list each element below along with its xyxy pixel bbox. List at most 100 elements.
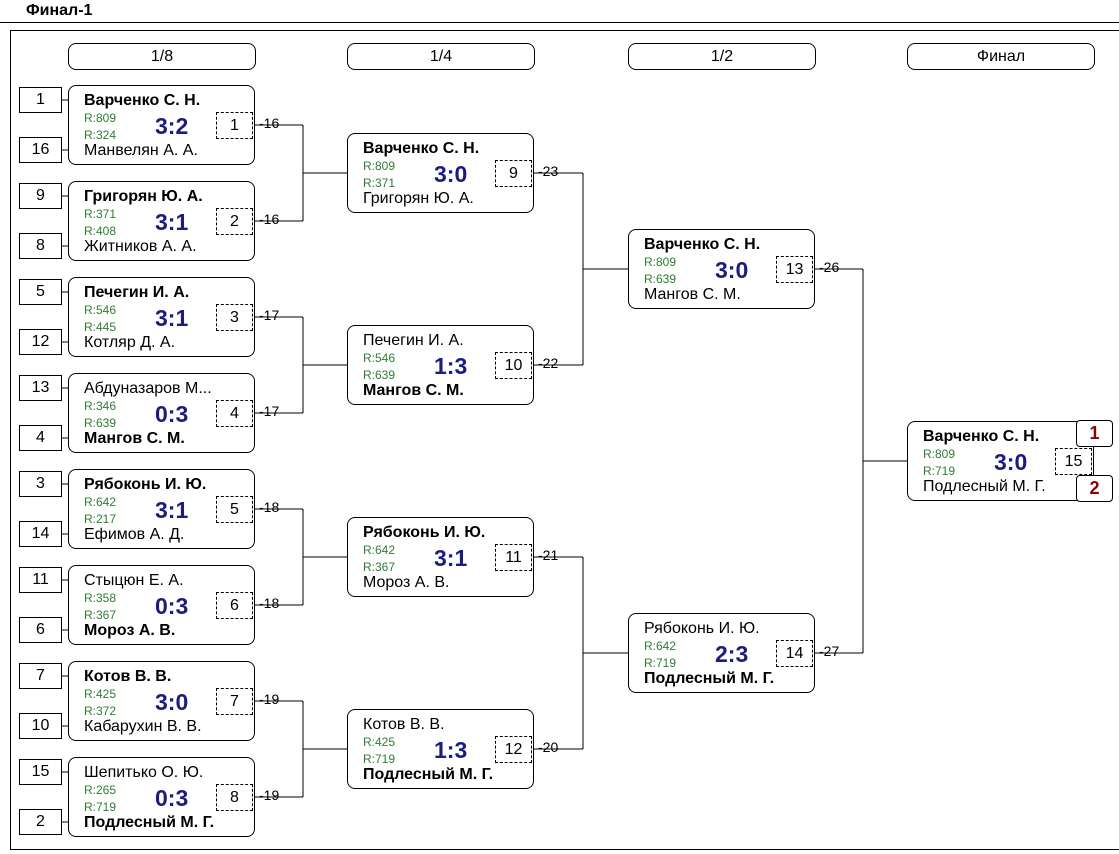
player-2-rating: R:639 (363, 368, 396, 382)
player-2-rating: R:719 (923, 464, 956, 478)
player-2-rating: R:367 (84, 608, 117, 622)
player-1-name: Печегин И. А. (84, 284, 190, 301)
player-2-name: Григорян Ю. А. (363, 190, 474, 207)
player-2-rating: R:719 (363, 752, 396, 766)
loser-place-label: -16 (259, 115, 280, 131)
player-2-name: Кабарухин В. В. (84, 718, 202, 735)
player-1-name: Рябоконь И. Ю. (363, 524, 486, 541)
match-score: 0:3 (155, 785, 189, 811)
player-1-rating: R:371 (84, 207, 117, 221)
player-2-rating: R:719 (644, 656, 677, 670)
loser-place-label: -19 (259, 787, 280, 803)
player-1-name: Абдуназаров М... (84, 380, 212, 397)
match-number: 3 (216, 304, 253, 331)
loser-place-label: -26 (819, 259, 840, 275)
match-score: 3:0 (715, 257, 749, 283)
player-2-name: Мороз А. В. (84, 622, 176, 639)
player-2-rating: R:372 (84, 704, 117, 718)
match-number: 7 (216, 688, 253, 715)
match-score: 3:1 (155, 305, 189, 331)
player-2-name: Мороз А. В. (363, 574, 450, 591)
match-number: 13 (776, 256, 813, 283)
player-2-rating: R:217 (84, 512, 117, 526)
match-number: 12 (495, 736, 532, 763)
match-score: 0:3 (155, 401, 189, 427)
match-number: 11 (495, 544, 532, 571)
seed-box: 9 (19, 183, 62, 209)
player-2-name: Подлесный М. Г. (923, 478, 1046, 495)
player-1-rating: R:425 (363, 735, 396, 749)
player-1-rating: R:425 (84, 687, 117, 701)
round-header-1-4: 1/4 (347, 43, 535, 70)
player-1-name: Котов В. В. (84, 668, 172, 685)
loser-place-label: -27 (819, 643, 840, 659)
player-1-name: Варченко С. Н. (923, 428, 1040, 445)
player-2-name: Подлесный М. Г. (363, 766, 494, 783)
player-1-rating: R:642 (84, 495, 117, 509)
player-2-rating: R:639 (84, 416, 117, 430)
match-number: 9 (495, 160, 532, 187)
match-score: 3:0 (994, 449, 1028, 475)
loser-place-label: -16 (259, 211, 280, 227)
player-1-rating: R:642 (644, 639, 677, 653)
round-header-final: Финал (907, 43, 1095, 70)
loser-place-label: -22 (538, 355, 559, 371)
match-score: 1:3 (434, 353, 468, 379)
match-number: 10 (495, 352, 532, 379)
seed-box: 7 (19, 663, 62, 689)
match-score: 3:1 (434, 545, 468, 571)
player-1-rating: R:346 (84, 399, 117, 413)
match-number: 2 (216, 208, 253, 235)
match-score: 1:3 (434, 737, 468, 763)
seed-box: 14 (19, 521, 62, 547)
player-1-name: Рябоконь И. Ю. (644, 620, 760, 637)
player-1-name: Рябоконь И. Ю. (84, 476, 207, 493)
seed-box: 12 (19, 329, 62, 355)
seed-box: 3 (19, 471, 62, 497)
match-number: 4 (216, 400, 253, 427)
player-2-name: Мангов С. М. (363, 382, 464, 399)
seed-box: 13 (19, 375, 62, 401)
seed-box: 6 (19, 617, 62, 643)
player-1-name: Варченко С. Н. (84, 92, 201, 109)
player-1-rating: R:358 (84, 591, 117, 605)
player-2-rating: R:324 (84, 128, 117, 142)
seed-box: 8 (19, 233, 62, 259)
player-2-rating: R:408 (84, 224, 117, 238)
player-1-name: Григорян Ю. А. (84, 188, 203, 205)
match-score: 2:3 (715, 641, 749, 667)
player-1-rating: R:546 (84, 303, 117, 317)
title-divider (0, 22, 1119, 23)
loser-place-label: -23 (538, 163, 559, 179)
loser-place-label: -19 (259, 691, 280, 707)
player-2-rating: R:445 (84, 320, 117, 334)
player-1-rating: R:809 (363, 159, 396, 173)
seed-box: 11 (19, 567, 62, 593)
match-score: 3:0 (155, 689, 189, 715)
place-1-badge: 1 (1076, 420, 1113, 447)
player-2-name: Мангов С. М. (644, 286, 741, 303)
player-2-name: Житников А. А. (84, 238, 197, 255)
seed-box: 5 (19, 279, 62, 305)
loser-place-label: -17 (259, 307, 280, 323)
match-number: 1 (216, 112, 253, 139)
seed-box: 1 (19, 87, 62, 113)
player-2-name: Ефимов А. Д. (84, 526, 185, 543)
player-1-name: Варченко С. Н. (644, 236, 761, 253)
seed-box: 10 (19, 713, 62, 739)
